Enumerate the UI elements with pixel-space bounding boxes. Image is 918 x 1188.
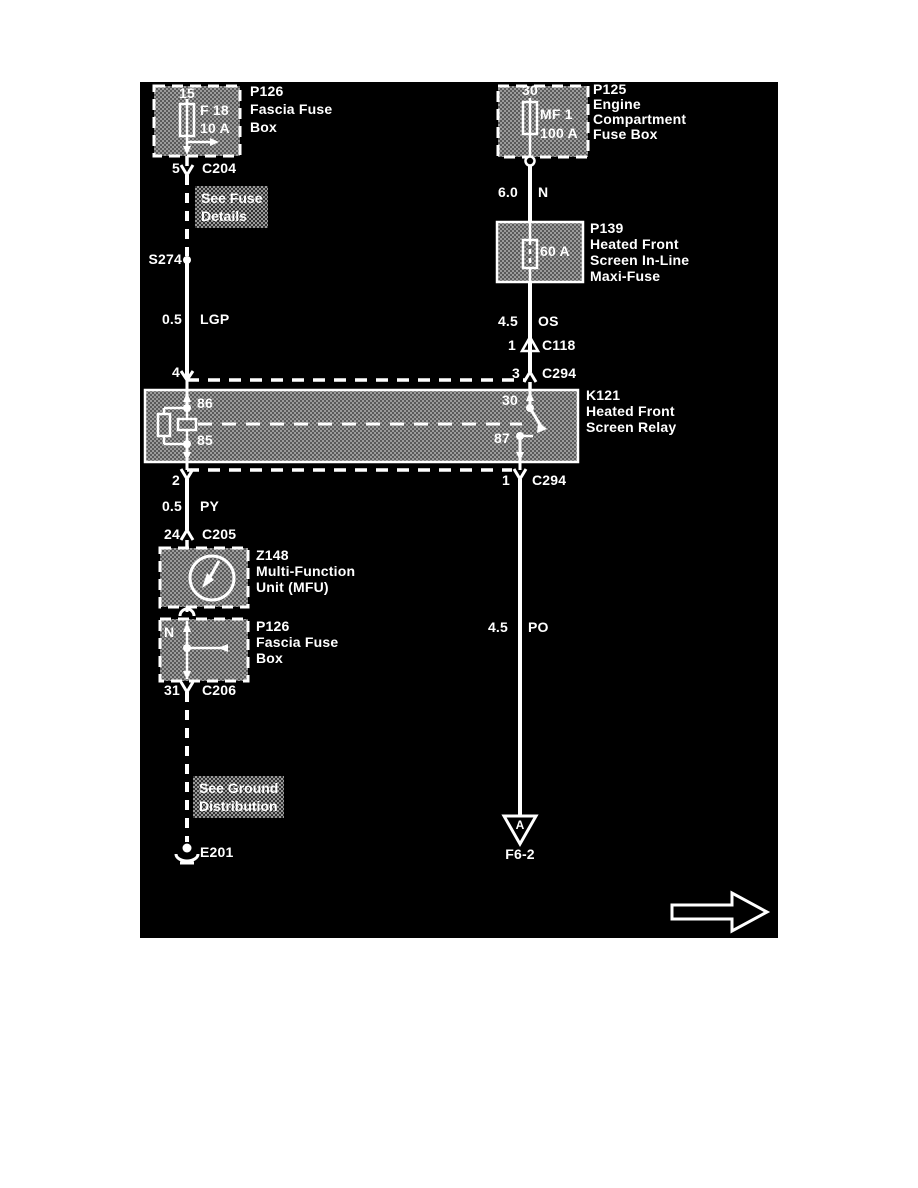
ground-e201-symbol	[174, 843, 200, 865]
fascia-fuse-box-bottom-symbol	[158, 617, 250, 683]
c206-connector-symbol	[179, 681, 195, 842]
see-ground-distribution-note: See Ground Distribution	[193, 776, 285, 818]
wire-size-label: 4.5	[487, 619, 508, 635]
component-name-label: Box	[256, 650, 284, 666]
fuse-rating-label: 100 A	[540, 125, 578, 141]
connector-pin-label: 31	[164, 682, 180, 698]
heated-front-screen-wiring-diagram: 15 F 18 10 A P126 Fascia Fuse Box 5 C204…	[140, 82, 778, 938]
connector-pin-label: 24	[164, 526, 180, 542]
connector-id-label: C204	[202, 160, 237, 176]
connector-id-label: C294	[532, 472, 567, 488]
f6-2-destination-symbol	[501, 479, 539, 848]
mfu-z148-symbol	[158, 546, 250, 617]
connector-pin-label: 1	[508, 337, 516, 353]
component-name-label: Screen In-Line	[590, 252, 690, 268]
component-id-label: P139	[590, 220, 624, 236]
control-unit-icon	[188, 554, 236, 602]
fuse-rating-label: 60 A	[540, 243, 570, 259]
component-name-label: Screen Relay	[586, 419, 677, 435]
component-name-label: Unit (MFU)	[256, 579, 329, 595]
connector-pin-label: 3	[512, 365, 520, 381]
fascia-fuse-box-top-symbol	[152, 84, 242, 158]
fuse-pin-label: 30	[522, 82, 538, 98]
terminal-arrow-down-icon	[516, 452, 524, 461]
connector-id-label: C206	[202, 682, 237, 698]
component-name-label: Fascia Fuse	[256, 634, 339, 650]
component-name-label: Fascia Fuse	[250, 101, 333, 117]
relay-k121-symbol	[143, 380, 580, 470]
connector-pin-label: 1	[502, 472, 510, 488]
relay-pin-label: 87	[494, 430, 510, 446]
ground-id-label: E201	[200, 844, 234, 860]
next-page-arrow-icon[interactable]	[670, 890, 771, 934]
terminal-arrow-down-icon	[183, 452, 191, 461]
destination-triangle-icon	[501, 814, 539, 848]
arrow-left-icon	[218, 644, 228, 652]
connector-pin-label: 4	[172, 364, 180, 380]
c204-connector-symbol	[179, 156, 195, 256]
connector-id-label: C294	[542, 365, 577, 381]
component-id-label: Z148	[256, 547, 289, 563]
arrow-up-icon	[183, 622, 191, 632]
component-name-label: Fuse Box	[593, 126, 658, 142]
component-name-label: Maxi-Fuse	[590, 268, 661, 284]
connector-id-label: C205	[202, 526, 237, 542]
c294-top-connector-symbol	[179, 346, 538, 390]
component-id-label: P126	[256, 618, 290, 634]
component-id-label: P126	[250, 83, 284, 99]
relay-pin-label: 30	[502, 392, 518, 408]
c294-bottom-connector-symbol	[179, 468, 528, 480]
maxi-fuse-symbol	[495, 220, 585, 346]
see-fuse-details-note: See Fuse Details	[195, 186, 269, 228]
diagram-linework	[143, 84, 771, 934]
connector-pin-label: 5	[172, 160, 180, 176]
arrow-down-icon	[183, 146, 191, 155]
splice-id-label: S274	[148, 251, 182, 267]
connector-id-label: C118	[542, 337, 576, 353]
fuse-name-label: F 18	[200, 102, 229, 118]
destination-letter-label: A	[515, 818, 525, 832]
connector-circle-icon	[524, 155, 536, 167]
arrow-down-icon	[183, 671, 191, 680]
c118-connector-symbol	[519, 334, 541, 353]
component-name-label: Engine	[593, 96, 641, 112]
wire-size-label: 4.5	[497, 313, 518, 329]
wire-size-label: 0.5	[161, 311, 182, 327]
terminal-arrow-up-icon	[526, 391, 534, 401]
wire-color-label: N	[538, 184, 549, 200]
component-name-label: Heated Front	[590, 236, 679, 252]
relay-pin-label: 86	[197, 395, 213, 411]
component-name-label: Heated Front	[586, 403, 675, 419]
wire-color-label: OS	[538, 313, 559, 329]
component-name-label: Compartment	[593, 111, 687, 127]
fuse-pin-label: 15	[179, 85, 195, 101]
wire-color-label: PY	[200, 498, 220, 514]
arrow-right-icon	[210, 138, 219, 146]
engine-fuse-box-symbol	[496, 84, 590, 222]
terminal-arrow-up-icon	[183, 392, 191, 402]
wire-color-label: PO	[528, 619, 549, 635]
c205-connector-symbol	[179, 479, 195, 548]
destination-id-label: F6-2	[505, 846, 535, 862]
wire-color-label: LGP	[200, 311, 230, 327]
bus-label: N	[164, 624, 175, 640]
fuse-name-label: MF 1	[540, 106, 573, 122]
component-name-label: Box	[250, 119, 278, 135]
connector-pin-label: 2	[172, 472, 180, 488]
fuse-rating-label: 10 A	[200, 120, 230, 136]
relay-pin-label: 85	[197, 432, 213, 448]
component-id-label: P125	[593, 81, 627, 97]
wire-size-label: 6.0	[497, 184, 518, 200]
component-name-label: Multi-Function	[256, 563, 356, 579]
component-id-label: K121	[586, 387, 621, 403]
wire-size-label: 0.5	[161, 498, 182, 514]
